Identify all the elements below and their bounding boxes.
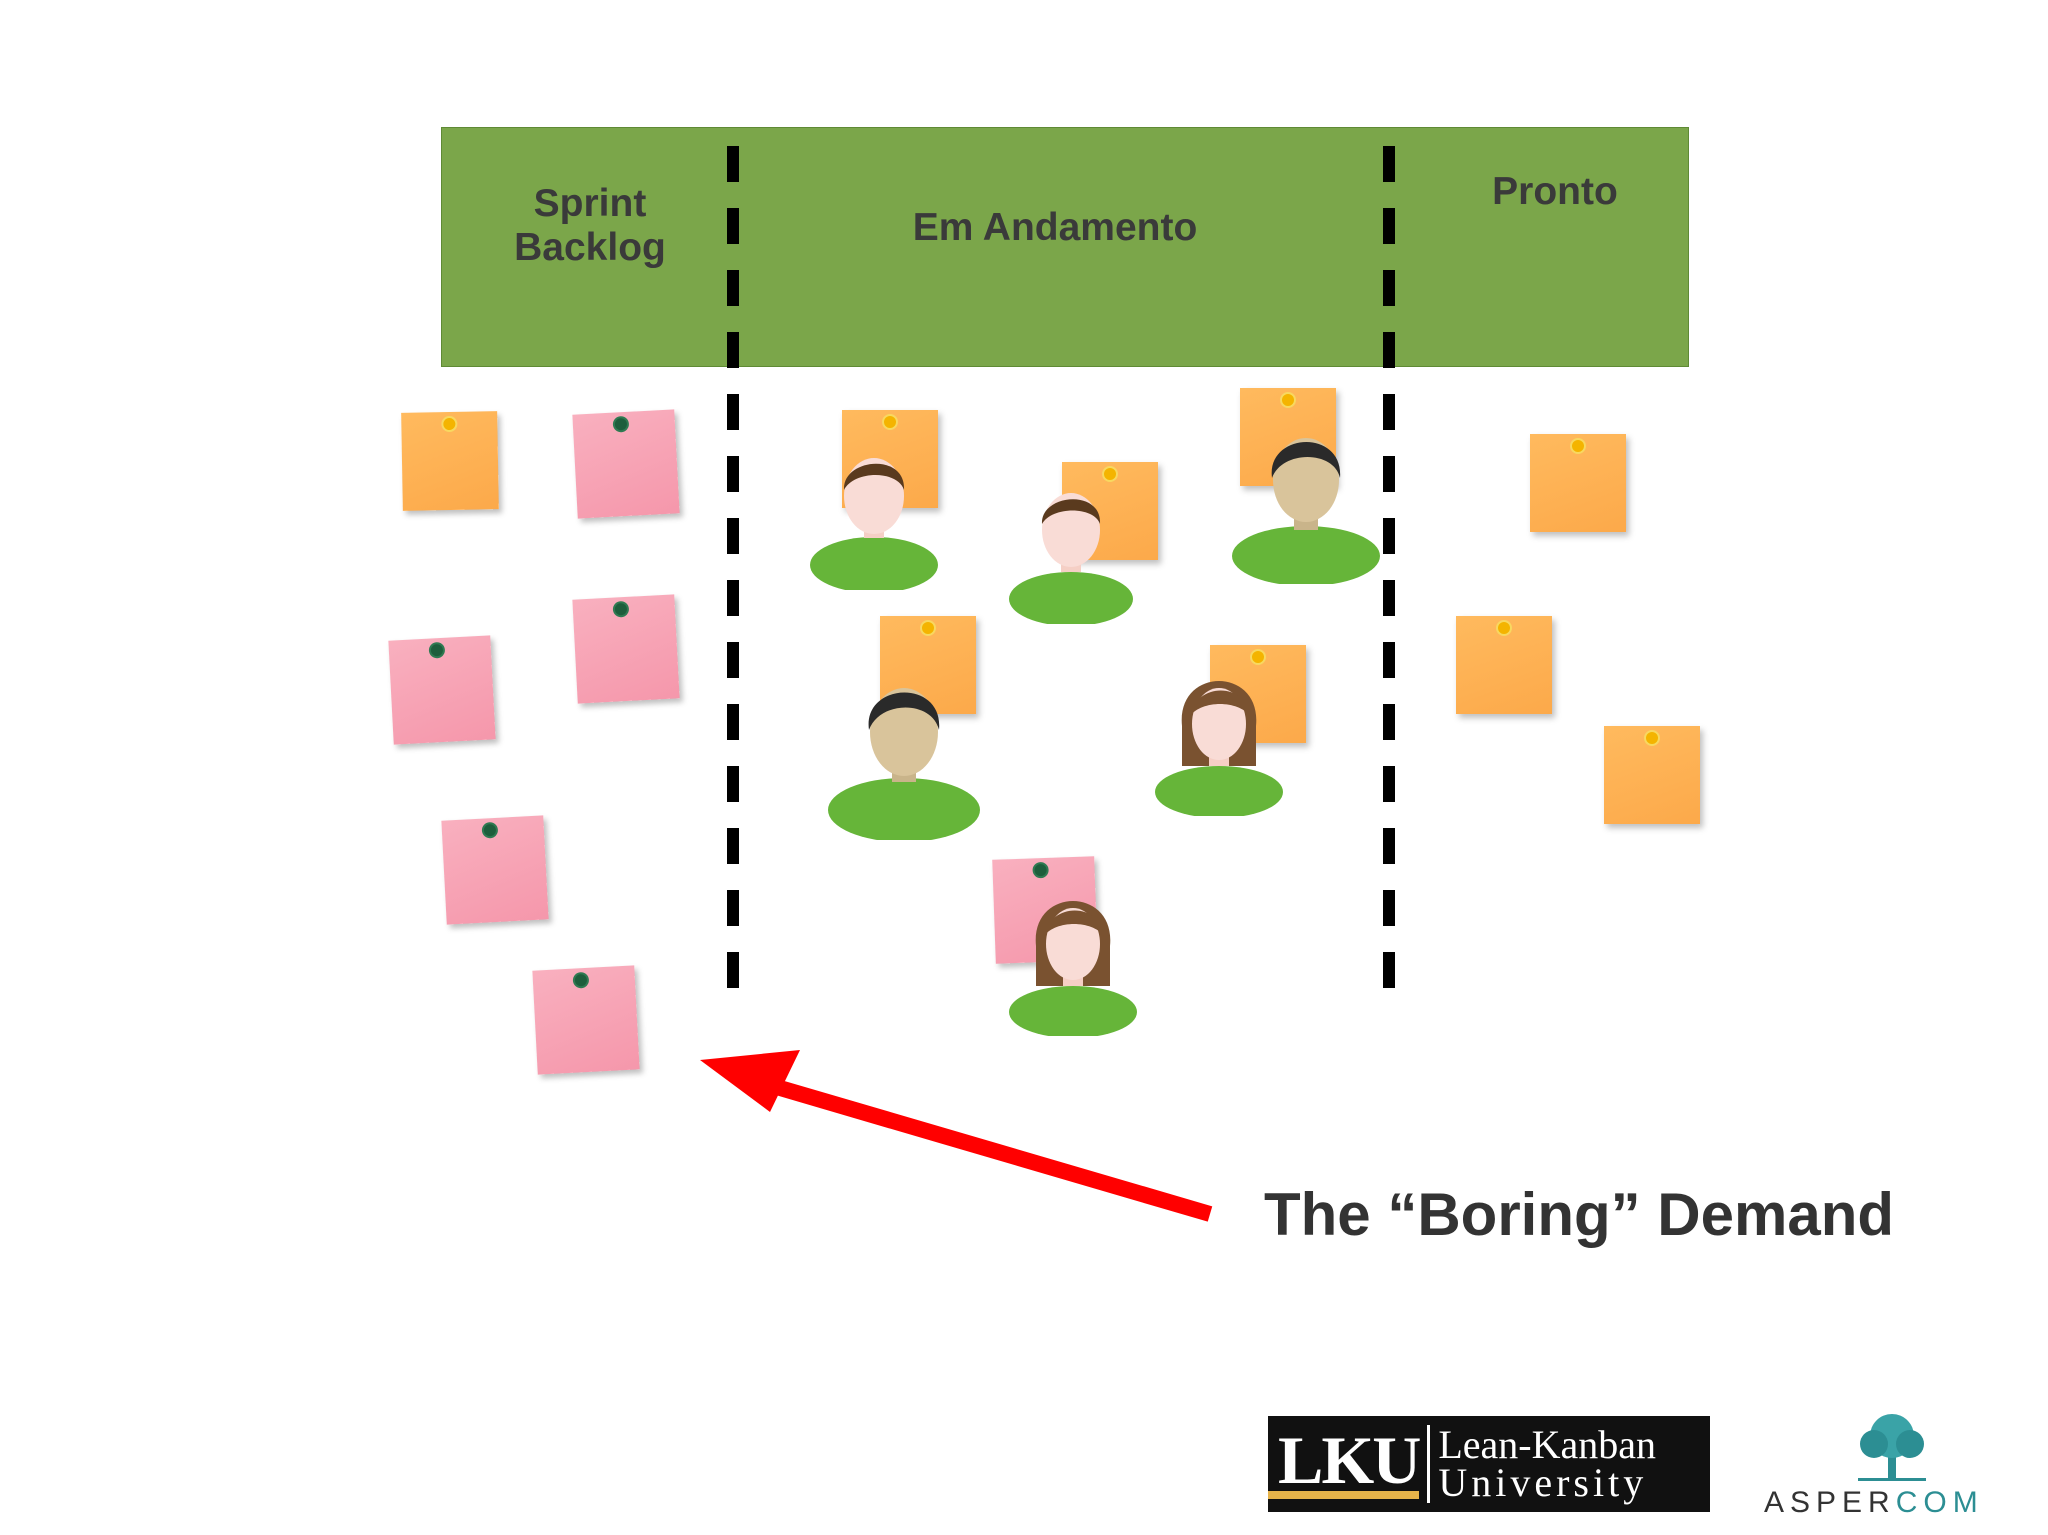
pin-icon — [1282, 394, 1294, 406]
lku-line: University — [1438, 1460, 1648, 1505]
pin-icon — [430, 643, 444, 657]
lku-logo: LKU Lean-Kanban University — [1268, 1416, 1710, 1512]
aspercom-word: COM — [1895, 1486, 1984, 1519]
board-header — [441, 127, 1689, 367]
sticky-note — [1530, 434, 1626, 532]
sticky-note — [572, 409, 680, 519]
column-divider — [727, 146, 739, 992]
column-title-in-progress: Em Andamento — [912, 206, 1198, 249]
column-title-line: Backlog — [514, 226, 666, 269]
pin-icon — [483, 823, 497, 837]
sticky-note — [401, 411, 499, 511]
sticky-note — [441, 815, 549, 925]
column-title-sprint-backlog: Sprint Backlog — [480, 182, 700, 270]
column-title-line: Sprint — [533, 182, 647, 225]
pin-icon — [1104, 468, 1116, 480]
arrow-icon — [700, 1050, 1213, 1222]
sticky-note — [880, 616, 976, 714]
sticky-note — [572, 594, 680, 704]
pin-icon — [614, 417, 628, 431]
caption-boring-demand: The “Boring” Demand — [1264, 1181, 1895, 1248]
column-title-done: Pronto — [1492, 170, 1618, 213]
lku-line: Lean-Kanban — [1438, 1422, 1657, 1467]
pin-icon — [1646, 732, 1658, 744]
person-icon — [1232, 438, 1380, 584]
lku-mark: LKU — [1268, 1426, 1421, 1499]
sticky-note — [1456, 616, 1552, 714]
sticky-note — [388, 635, 496, 745]
column-divider — [1383, 146, 1395, 1006]
lku-wordmark: Lean-Kanban University — [1438, 1422, 1657, 1505]
person-icon — [810, 458, 938, 590]
sticky-note — [1604, 726, 1700, 824]
pin-icon — [922, 622, 934, 634]
tree-icon — [1858, 1414, 1926, 1481]
pin-icon — [1252, 651, 1264, 663]
person-icon — [1009, 493, 1133, 624]
sticky-note — [532, 965, 640, 1075]
person-icon — [1155, 681, 1283, 816]
pin-icon — [1498, 622, 1510, 634]
logo-divider — [1427, 1425, 1431, 1503]
pin-icon — [614, 602, 628, 616]
pin-icon — [884, 416, 896, 428]
pin-icon — [1572, 440, 1584, 452]
aspercom-logo: ASPERCOM — [1764, 1486, 1984, 1520]
person-icon — [1009, 901, 1137, 1036]
pin-icon — [1034, 863, 1047, 877]
aspercom-word: ASPER — [1764, 1486, 1896, 1519]
person-icon — [828, 688, 980, 840]
pin-icon — [443, 417, 456, 431]
pin-icon — [574, 973, 588, 987]
